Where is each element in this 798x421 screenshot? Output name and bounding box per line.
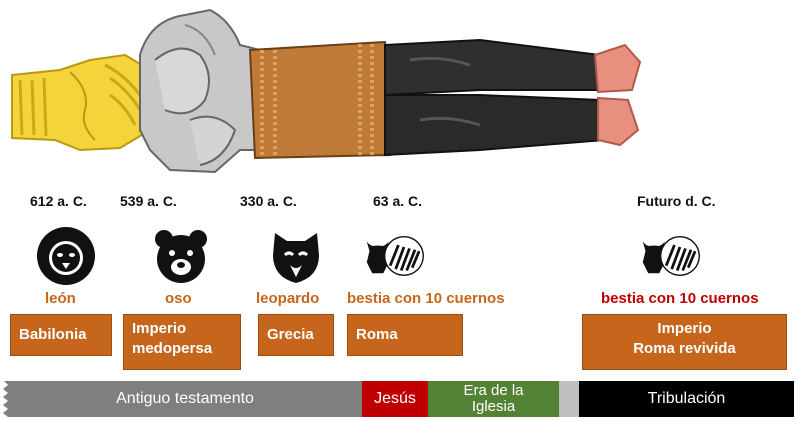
beast-label-bear: oso: [165, 290, 192, 307]
date-babylon: 612 a. C.: [30, 193, 87, 209]
empire-greece-label: Grecia: [267, 326, 314, 343]
beast-label-leopard: leopardo: [256, 290, 320, 307]
timeline-old-testament-label: Antiguo testamento: [116, 390, 254, 407]
date-medo-persia: 539 a. C.: [120, 193, 177, 209]
ten-horned-beast-icon-future: [642, 236, 700, 276]
timeline-jesus-label: Jesús: [374, 390, 416, 407]
empire-revived-rome-line1: Imperio: [657, 320, 712, 337]
beast-label-ten-horns: bestia con 10 cuernos: [347, 290, 505, 307]
statue-feet-clay: [593, 43, 642, 147]
empire-medo-persia-line1: Imperio: [132, 320, 187, 337]
empire-medo-persia: Imperio medopersa: [123, 314, 241, 370]
lion-icon: [37, 227, 95, 285]
bear-icon: [155, 230, 207, 283]
empire-rome-label: Roma: [356, 326, 398, 343]
timeline-tribulation-label: Tribulación: [647, 390, 726, 407]
beast-label-ten-horns-future: bestia con 10 cuernos: [601, 290, 759, 307]
statue-legs-iron: [384, 38, 612, 157]
date-future: Futuro d. C.: [637, 193, 716, 209]
empire-revived-rome-line2: Roma revivida: [633, 340, 736, 357]
statue-belly-bronze: [248, 40, 392, 160]
timeline-tribulation: Tribulación: [579, 381, 794, 417]
empire-rome: Roma: [347, 314, 463, 356]
timeline-church-age: Era de la Iglesia: [428, 381, 559, 417]
timeline-church-line2: Iglesia: [471, 398, 516, 415]
statue-figure: [11, 8, 642, 174]
date-rome: 63 a. C.: [373, 193, 423, 209]
statue-chest-silver: [139, 8, 261, 174]
leopard-icon: [273, 233, 319, 283]
date-greece: 330 a. C.: [240, 193, 297, 209]
beast-label-lion: león: [45, 290, 76, 307]
empire-babylon: Babilonia: [10, 314, 112, 356]
timeline-jesus: Jesús: [362, 381, 428, 417]
timeline-old-testament: Antiguo testamento: [8, 381, 362, 417]
timeline-gap: [559, 381, 579, 417]
ten-horned-beast-icon: [366, 236, 424, 276]
timeline-church-line1: Era de la: [463, 382, 524, 399]
empire-revived-rome: Imperio Roma revivida: [582, 314, 787, 370]
empire-medo-persia-line2: medopersa: [132, 340, 213, 357]
empire-babylon-label: Babilonia: [19, 326, 87, 343]
statue-head-gold: [11, 53, 162, 152]
empire-greece: Grecia: [258, 314, 334, 356]
